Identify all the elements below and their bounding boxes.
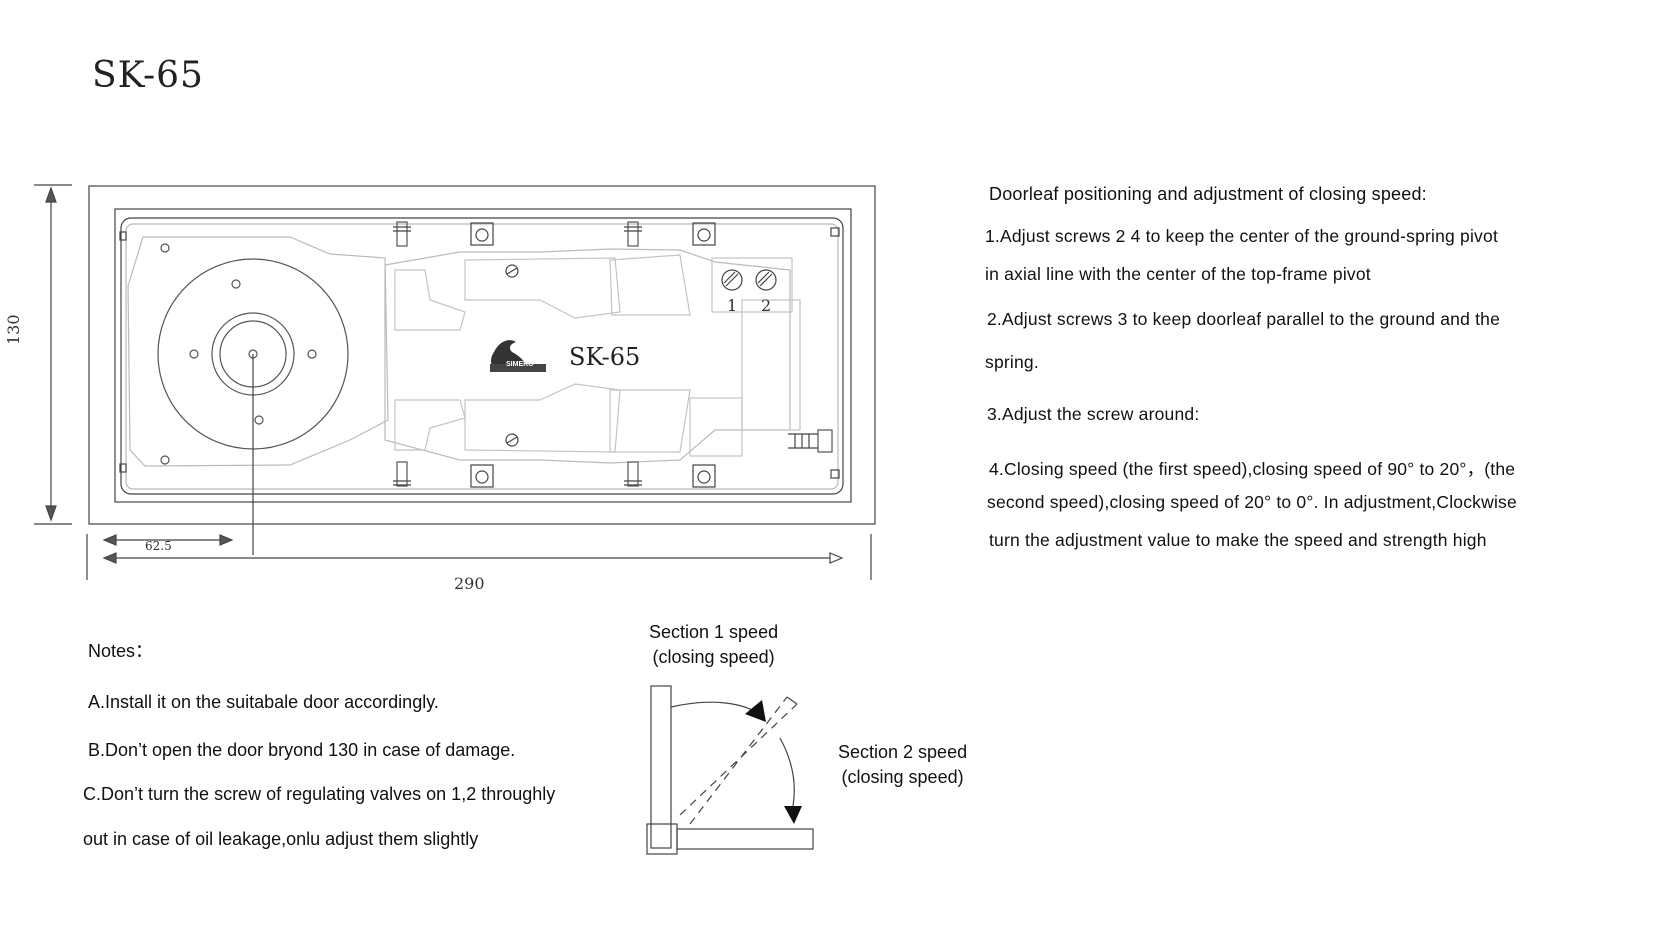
cover-plate-outline	[88, 185, 876, 525]
door-swing-diagram	[646, 685, 814, 855]
instruction-line: 3.Adjust the screw around:	[987, 404, 1200, 424]
width-dimension-label: 290	[454, 574, 485, 593]
valve-label-1: 1	[727, 296, 738, 315]
note-item: A.Install it on the suitabale door accor…	[88, 692, 439, 712]
valve-screw-2	[755, 269, 777, 291]
section2-line1: Section 2 speed	[838, 742, 968, 762]
section1-label: Section 1 speed (closing speed)	[649, 620, 778, 670]
section1-line1: Section 1 speed	[649, 622, 779, 642]
instruction-line: 2.Adjust screws 3 to keep doorleaf paral…	[987, 309, 1501, 329]
pivot-offset-label: 62.5	[145, 539, 172, 553]
note-item: B.Don’t open the door bryond 130 in case…	[88, 740, 516, 760]
housing-outline	[114, 208, 852, 503]
instruction-line: 1.Adjust screws 2 4 to keep the center o…	[985, 226, 1499, 246]
simeko-logo	[490, 340, 546, 372]
brand-label: SIMEKO	[506, 361, 534, 368]
notes-heading: Notes：	[88, 641, 154, 661]
instruction-line: turn the adjustment value to make the sp…	[989, 530, 1487, 550]
instruction-line: in axial line with the center of the top…	[985, 264, 1371, 284]
note-item: C.Don’t turn the screw of regulating val…	[83, 784, 556, 804]
instructions-heading: Doorleaf positioning and adjustment of c…	[989, 184, 1427, 204]
unit-model-label: SK-65	[569, 343, 641, 371]
page-title: SK-65	[92, 55, 204, 96]
instruction-line: spring.	[985, 352, 1039, 372]
instruction-line: 4.Closing speed (the first speed),closin…	[989, 459, 1516, 479]
arrow-section2-icon	[784, 806, 802, 824]
section2-label: Section 2 speed (closing speed)	[838, 740, 967, 790]
height-dimension-label: 130	[4, 314, 23, 345]
section2-line2: (closing speed)	[841, 767, 964, 787]
valve-label-2: 2	[761, 296, 772, 315]
valve-screw-1	[721, 269, 743, 291]
section1-line2: (closing speed)	[652, 647, 775, 667]
note-item: out in case of oil leakage,onlu adjust t…	[83, 829, 479, 849]
arrow-section1-icon	[745, 700, 766, 722]
instruction-line: second speed),closing speed of 20° to 0°…	[987, 492, 1517, 512]
